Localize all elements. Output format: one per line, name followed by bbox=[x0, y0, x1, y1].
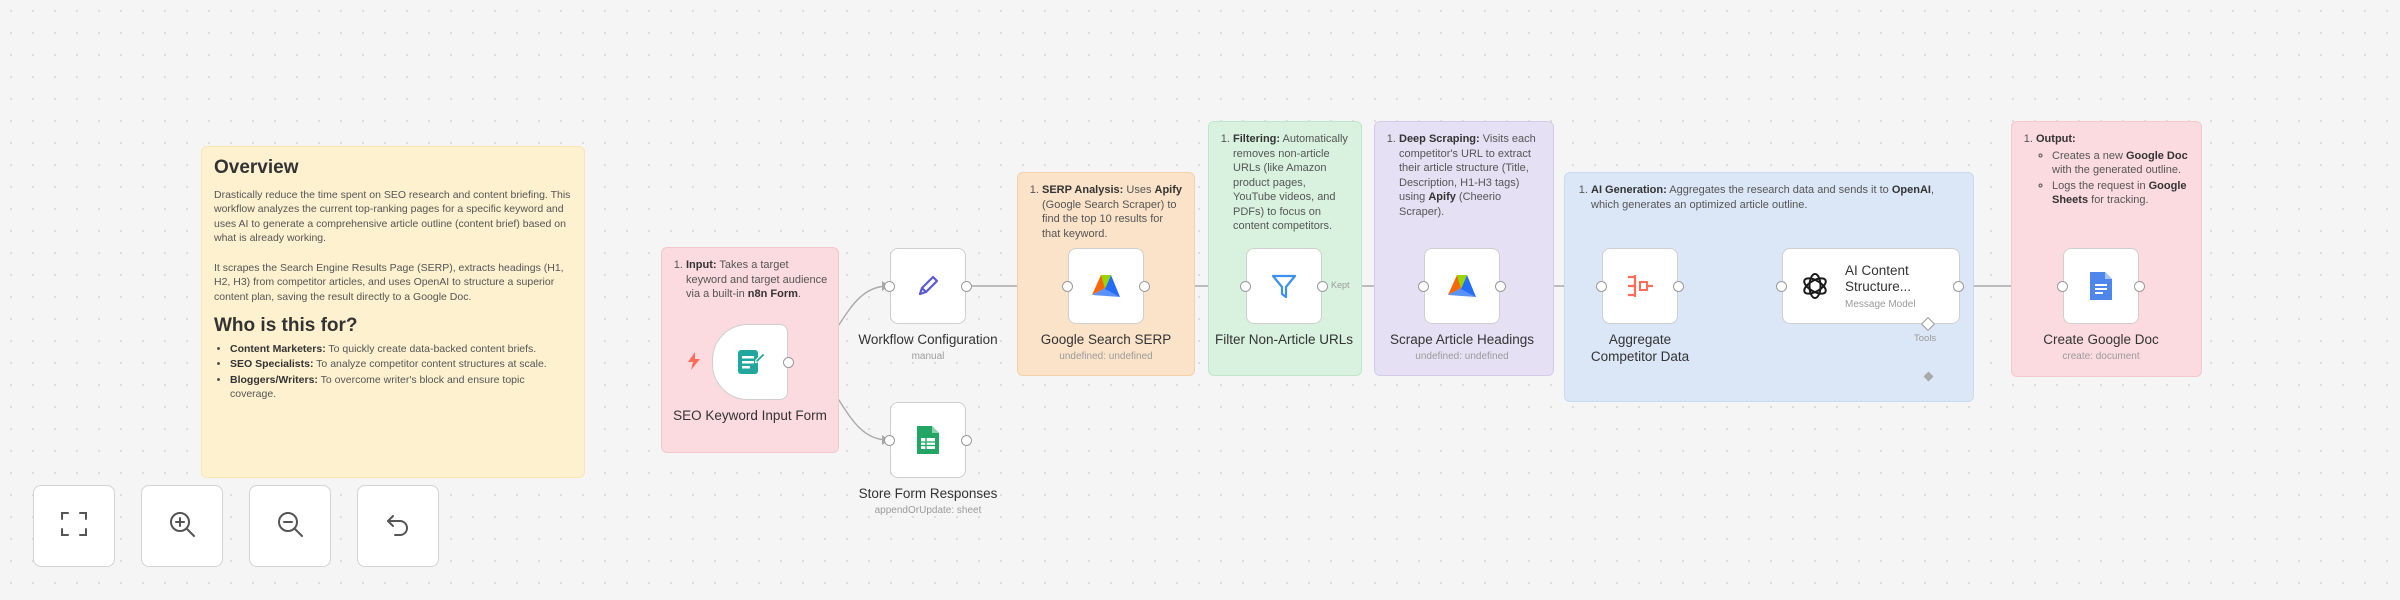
zoom-in-icon bbox=[167, 509, 197, 544]
google-serp-subtitle: undefined: undefined bbox=[1059, 351, 1153, 362]
ai-agent-subtitle: Message Model bbox=[1845, 298, 1916, 310]
workflow-config-subtitle: manual bbox=[911, 351, 945, 362]
pencil-icon bbox=[906, 264, 950, 308]
filter-title: Filter Non-Article URLs bbox=[1214, 332, 1354, 347]
form-trigger-node[interactable] bbox=[712, 324, 788, 400]
fit-view-button[interactable] bbox=[33, 485, 115, 567]
overview-sticky-note[interactable]: Overview Drastically reduce the time spe… bbox=[201, 146, 585, 478]
audience-item: Bloggers/Writers: To overcome writer's b… bbox=[230, 373, 572, 402]
workflow-config-node[interactable] bbox=[890, 248, 966, 324]
aggregate-node[interactable] bbox=[1602, 248, 1678, 324]
aggregate-icon bbox=[1618, 264, 1662, 308]
filter-icon bbox=[1262, 264, 1306, 308]
store-responses-title: Store Form Responses bbox=[858, 486, 998, 501]
google-serp-title: Google Search SERP bbox=[1040, 332, 1172, 347]
google-doc-subtitle: create: document bbox=[2062, 351, 2140, 362]
workflow-config-output-port[interactable] bbox=[961, 281, 972, 292]
aggregate-input-port[interactable] bbox=[1596, 281, 1607, 292]
openai-icon bbox=[1797, 264, 1833, 308]
store-responses-node[interactable] bbox=[890, 402, 966, 478]
google-sheets-icon bbox=[906, 418, 950, 462]
overview-title: Overview bbox=[214, 157, 299, 178]
undo-icon bbox=[383, 509, 413, 544]
trigger-bolt-icon bbox=[687, 352, 701, 375]
zoom-out-button[interactable] bbox=[249, 485, 331, 567]
form-trigger-title: SEO Keyword Input Form bbox=[673, 408, 827, 423]
overview-paragraph-2: It scrapes the Search Engine Results Pag… bbox=[214, 261, 564, 303]
audience-item: SEO Specialists: To analyze competitor c… bbox=[230, 357, 572, 372]
zoom-out-icon bbox=[275, 509, 305, 544]
filter-output-port[interactable] bbox=[1317, 281, 1328, 292]
scrape-input-port[interactable] bbox=[1418, 281, 1429, 292]
scrape-subtitle: undefined: undefined bbox=[1415, 351, 1509, 362]
scrape-node[interactable] bbox=[1424, 248, 1500, 324]
audience-item: Content Marketers: To quickly create dat… bbox=[230, 342, 572, 357]
scrape-title: Scrape Article Headings bbox=[1389, 332, 1535, 347]
google-serp-node[interactable] bbox=[1068, 248, 1144, 324]
filter-input-port[interactable] bbox=[1240, 281, 1251, 292]
store-responses-input-port[interactable] bbox=[884, 435, 895, 446]
reset-zoom-button[interactable] bbox=[357, 485, 439, 567]
zoom-in-button[interactable] bbox=[141, 485, 223, 567]
scrape-output-port[interactable] bbox=[1495, 281, 1506, 292]
overview-paragraph-1: Drastically reduce the time spent on SEO… bbox=[214, 188, 571, 245]
store-responses-output-port[interactable] bbox=[961, 435, 972, 446]
apify-icon bbox=[1440, 264, 1484, 308]
ai-agent-node[interactable]: AI Content Structure... Message Model bbox=[1782, 248, 1960, 324]
google-doc-input-port[interactable] bbox=[2057, 281, 2068, 292]
audience-list: Content Marketers: To quickly create dat… bbox=[214, 342, 572, 402]
who-is-this-for-title: Who is this for? bbox=[214, 315, 358, 336]
fit-view-icon bbox=[59, 509, 89, 544]
ai-agent-title: AI Content Structure... bbox=[1845, 262, 1912, 294]
filter-kept-label: Kept bbox=[1331, 280, 1350, 290]
store-responses-subtitle: appendOrUpdate: sheet bbox=[874, 505, 982, 516]
google-doc-node[interactable] bbox=[2063, 248, 2139, 324]
google-doc-title: Create Google Doc bbox=[2043, 332, 2159, 347]
form-icon bbox=[728, 340, 772, 384]
aggregate-output-port[interactable] bbox=[1673, 281, 1684, 292]
apify-icon bbox=[1084, 264, 1128, 308]
google-serp-output-port[interactable] bbox=[1139, 281, 1150, 292]
ai-agent-input-port[interactable] bbox=[1776, 281, 1787, 292]
ai-agent-output-port[interactable] bbox=[1953, 281, 1964, 292]
ai-agent-tools-label: Tools bbox=[1914, 333, 1937, 344]
aggregate-title: Aggregate Competitor Data bbox=[1590, 332, 1690, 364]
google-docs-icon bbox=[2079, 264, 2123, 308]
form-trigger-output-port[interactable] bbox=[783, 357, 794, 368]
workflow-config-input-port[interactable] bbox=[884, 281, 895, 292]
google-serp-input-port[interactable] bbox=[1062, 281, 1073, 292]
google-doc-output-port[interactable] bbox=[2134, 281, 2145, 292]
filter-node[interactable] bbox=[1246, 248, 1322, 324]
workflow-config-title: Workflow Configuration bbox=[858, 332, 998, 347]
